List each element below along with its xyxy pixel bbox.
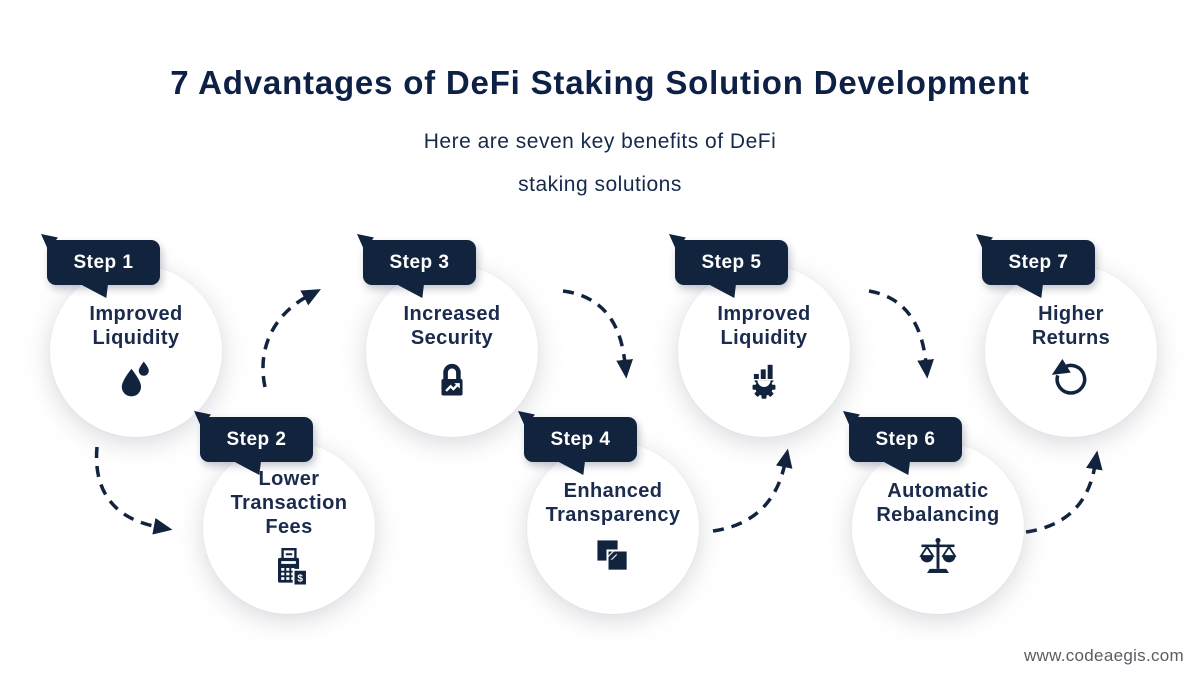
arrow-step1-to-step2 xyxy=(94,446,173,535)
step-6-label: Automatic Rebalancing xyxy=(876,479,1000,526)
step-7: Step 7 Higher Returns xyxy=(982,240,1157,437)
balance-scale-icon xyxy=(919,537,957,573)
step-5-badge: Step 5 xyxy=(675,240,788,285)
step-1-badge: Step 1 xyxy=(47,240,160,285)
step-7-badge: Step 7 xyxy=(982,240,1095,285)
step-2: Step 2 Lower Transaction Fees $ xyxy=(200,417,375,614)
step-3-circle: Increased Security xyxy=(366,265,538,437)
rotate-ccw-icon xyxy=(1051,358,1087,395)
step-6: Step 6 Automatic Rebalancing xyxy=(849,417,1024,614)
step-3-badge-label: Step 3 xyxy=(389,251,450,273)
step-5: Step 5 Improved Liquidity xyxy=(675,240,850,437)
step-4-badge-label: Step 4 xyxy=(550,428,611,450)
arrow-step2-to-step3 xyxy=(261,289,321,388)
step-3-label: Increased Security xyxy=(403,302,501,349)
water-drops-icon xyxy=(121,361,149,396)
subtitle-line-1: Here are seven key benefits of DeFi xyxy=(423,130,777,153)
step-6-circle: Automatic Rebalancing xyxy=(852,442,1024,614)
step-2-label: Lower Transaction Fees xyxy=(230,467,348,538)
subtitle-line-2: staking solutions xyxy=(518,173,682,196)
step-5-label: Improved Liquidity xyxy=(717,302,811,349)
gear-chart-icon xyxy=(747,356,781,399)
step-2-badge-label: Step 2 xyxy=(226,428,287,450)
step-5-badge-label: Step 5 xyxy=(701,251,762,273)
step-6-badge: Step 6 xyxy=(849,417,962,462)
step-7-circle: Higher Returns xyxy=(985,265,1157,437)
step-7-label: Higher Returns xyxy=(1031,302,1111,349)
arrow-step5-to-step6 xyxy=(868,289,934,379)
arrow-step6-to-step7 xyxy=(1025,450,1103,534)
step-1-badge-label: Step 1 xyxy=(73,251,134,273)
step-7-badge-label: Step 7 xyxy=(1008,251,1069,273)
arrow-step3-to-step4 xyxy=(562,289,633,379)
website-url: www.codeaegis.com xyxy=(1023,646,1184,665)
step-3: Step 3 Increased Security xyxy=(363,240,538,437)
step-4: Step 4 Enhanced Transparency xyxy=(524,417,699,614)
step-1: Step 1 Improved Liquidity xyxy=(47,240,222,437)
step-4-circle: Enhanced Transparency xyxy=(527,442,699,614)
overlapping-squares-icon xyxy=(597,539,629,572)
step-2-badge: Step 2 xyxy=(200,417,313,462)
svg-text:$: $ xyxy=(297,573,303,584)
step-6-badge-label: Step 6 xyxy=(875,428,936,450)
step-5-circle: Improved Liquidity xyxy=(678,265,850,437)
arrow-step4-to-step5 xyxy=(712,448,793,533)
page-title: 7 Advantages of DeFi Staking Solution De… xyxy=(170,64,1030,101)
step-2-circle: Lower Transaction Fees $ xyxy=(203,442,375,614)
lock-growth-icon xyxy=(441,363,463,395)
step-3-badge: Step 3 xyxy=(363,240,476,285)
step-4-badge: Step 4 xyxy=(524,417,637,462)
step-1-label: Improved Liquidity xyxy=(89,302,183,349)
payment-terminal-icon: $ xyxy=(278,547,308,586)
step-4-label: Enhanced Transparency xyxy=(545,479,681,526)
step-1-circle: Improved Liquidity xyxy=(50,265,222,437)
